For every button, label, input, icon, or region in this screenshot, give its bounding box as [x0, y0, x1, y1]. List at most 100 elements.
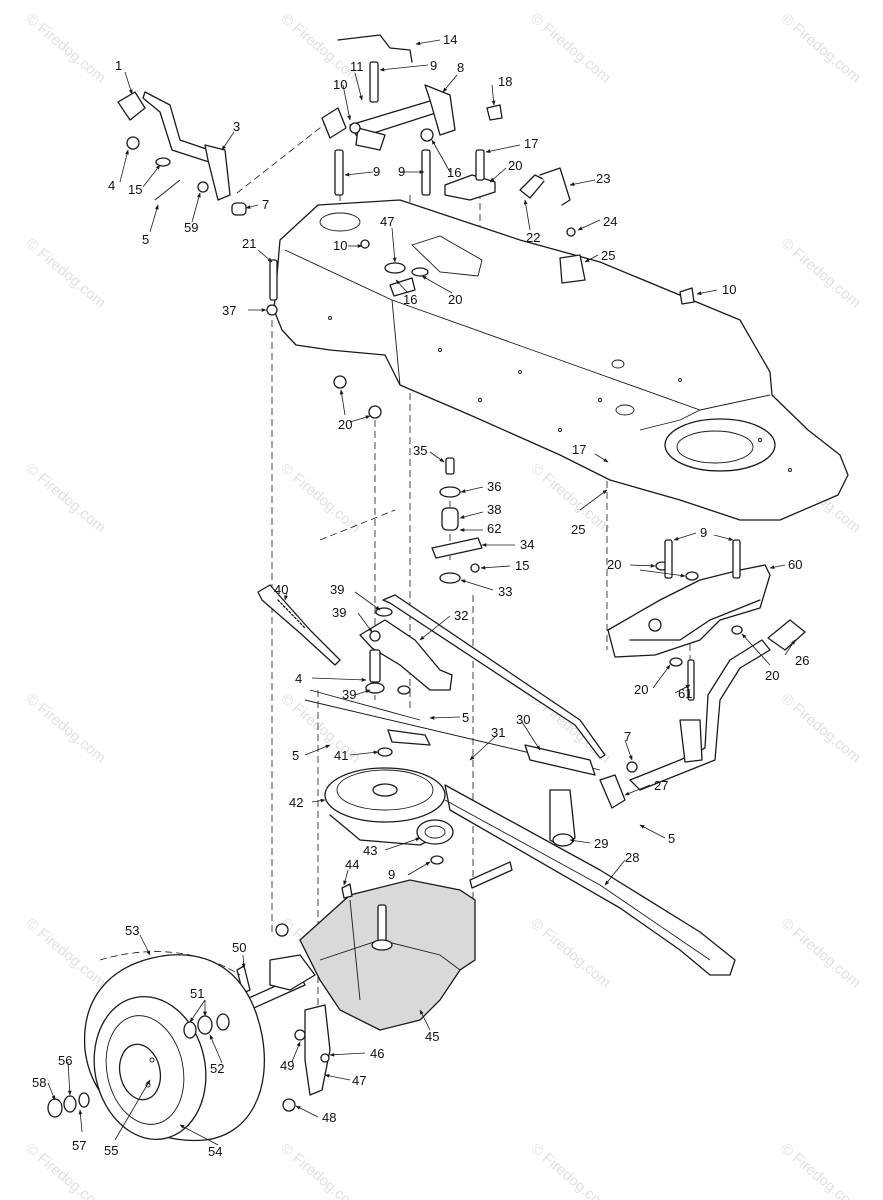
top-brackets [321, 34, 695, 305]
callout-label: 31 [491, 725, 505, 740]
watermark: © Firedog.com [22, 1140, 108, 1200]
chassis-frame [273, 199, 849, 521]
callout-label: 57 [72, 1138, 86, 1153]
callout-label: 25 [571, 522, 585, 537]
callout-label: 20 [634, 682, 648, 697]
callout-label: 9 [373, 164, 380, 179]
callout-label: 52 [210, 1061, 224, 1076]
callout-label: 32 [454, 608, 468, 623]
callout-label: 5 [142, 232, 149, 247]
callout-label: 46 [370, 1046, 384, 1061]
callout-label: 41 [334, 748, 348, 763]
callout-label: 29 [594, 836, 608, 851]
watermark: © Firedog.com [22, 10, 108, 86]
callout-label: 39 [342, 687, 356, 702]
watermark: © Firedog.com [22, 690, 108, 766]
callout-label: 48 [322, 1110, 336, 1125]
callout-label: 24 [603, 214, 617, 229]
callout-label: 40 [274, 582, 288, 597]
callout-label: 1 [115, 58, 122, 73]
leader-lines [47, 39, 796, 1146]
watermark: © Firedog.com [22, 460, 108, 536]
watermark: © Firedog.com [777, 1140, 863, 1200]
washers-19 [333, 375, 382, 419]
callout-label: 36 [487, 479, 501, 494]
callout-label: 33 [498, 584, 512, 599]
callout-label: 5 [462, 710, 469, 725]
idler-bracket-assembly [257, 584, 638, 776]
watermark: © Firedog.com [22, 235, 108, 311]
callout-label: 7 [624, 729, 631, 744]
callout-label: 20 [508, 158, 522, 173]
callout-label: 20 [765, 668, 779, 683]
callout-label: 5 [292, 748, 299, 763]
watermark: © Firedog.com [277, 460, 363, 536]
callout-label: 16 [403, 292, 417, 307]
callout-label: 5 [668, 831, 675, 846]
center-stack [431, 457, 483, 584]
transaxle-assembly [199, 861, 513, 1112]
callout-label: 44 [345, 857, 359, 872]
callout-label: 16 [447, 165, 461, 180]
callout-label: 9 [398, 164, 405, 179]
callout-label: 55 [104, 1143, 118, 1158]
callout-label: 17 [572, 442, 586, 457]
callout-labels: 1 3 4 15 5 59 7 14 9 11 8 10 18 17 20 16… [32, 32, 809, 1159]
callout-label: 9 [388, 867, 395, 882]
callout-label: 34 [520, 537, 534, 552]
callout-label: 10 [333, 238, 347, 253]
callout-label: 62 [487, 521, 501, 536]
callout-label: 10 [333, 77, 347, 92]
callout-label: 20 [607, 557, 621, 572]
callout-label: 39 [330, 582, 344, 597]
callout-label: 42 [289, 795, 303, 810]
callout-label: 14 [443, 32, 457, 47]
wheel-assembly [47, 951, 266, 1142]
callout-label: 9 [430, 58, 437, 73]
callout-label: 56 [58, 1053, 72, 1068]
callout-label: 3 [233, 119, 240, 134]
callout-label: 7 [262, 197, 269, 212]
bolts-top [266, 61, 485, 316]
pedal-bracket-assembly [549, 539, 806, 847]
watermark: © Firedog.com [277, 10, 363, 86]
callout-label: 47 [352, 1073, 366, 1088]
callout-label: 28 [625, 850, 639, 865]
callout-label: 9 [700, 525, 707, 540]
callout-label: 15 [515, 558, 529, 573]
watermark: © Firedog.com [777, 690, 863, 766]
callout-label: 27 [654, 778, 668, 793]
callout-label: 30 [516, 712, 530, 727]
callout-label: 37 [222, 303, 236, 318]
callout-label: 20 [448, 292, 462, 307]
callout-label: 17 [524, 136, 538, 151]
watermark: © Firedog.com [527, 1140, 613, 1200]
callout-label: 60 [788, 557, 802, 572]
callout-label: 21 [242, 236, 256, 251]
callout-label: 49 [280, 1058, 294, 1073]
callout-label: 43 [363, 843, 377, 858]
callout-label: 23 [596, 171, 610, 186]
watermark: © Firedog.com [22, 915, 108, 991]
watermark: © Firedog.com [277, 1140, 363, 1200]
callout-label: 18 [498, 74, 512, 89]
watermark: © Firedog.com [777, 10, 863, 86]
callout-label: 38 [487, 502, 501, 517]
callout-label: 53 [125, 923, 139, 938]
callout-label: 22 [526, 230, 540, 245]
callout-label: 58 [32, 1075, 46, 1090]
callout-label: 61 [678, 686, 692, 701]
callout-label: 26 [795, 653, 809, 668]
callout-label: 8 [457, 60, 464, 75]
callout-label: 25 [601, 248, 615, 263]
callout-label: 35 [413, 443, 427, 458]
callout-label: 50 [232, 940, 246, 955]
callout-label: 59 [184, 220, 198, 235]
watermark: © Firedog.com [777, 235, 863, 311]
watermark: © Firedog.com [527, 915, 613, 991]
callout-label: 47 [380, 214, 394, 229]
callout-label: 45 [425, 1029, 439, 1044]
callout-label: 54 [208, 1144, 222, 1159]
callout-label: 15 [128, 182, 142, 197]
